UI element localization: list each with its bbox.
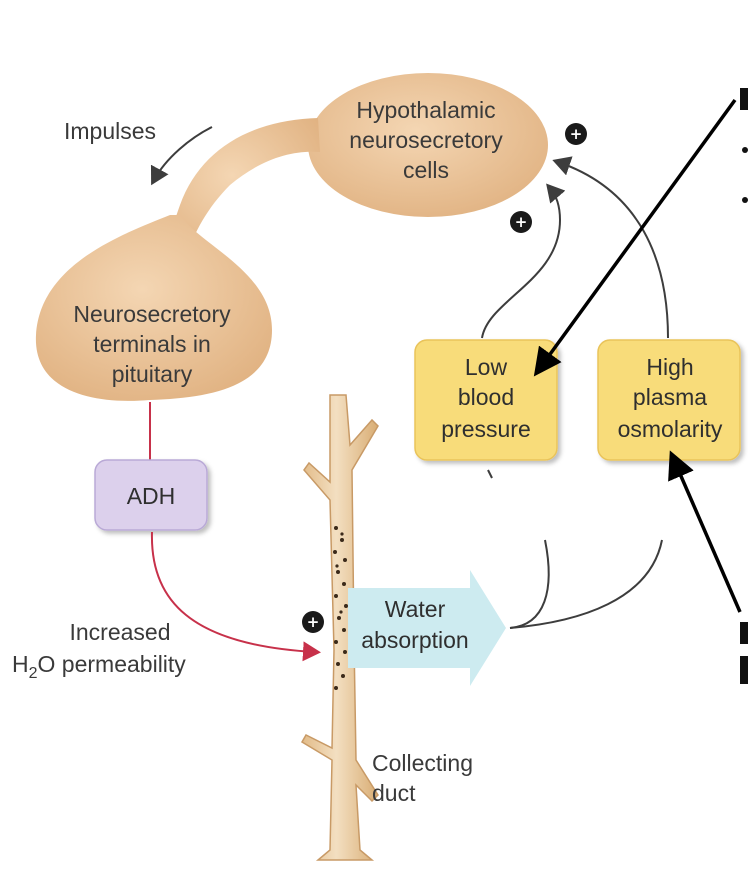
svg-text:osmolarity: osmolarity — [618, 416, 723, 442]
osmolarity-feedback-arrow — [552, 156, 669, 339]
hypothalamic-cell-label: Hypothalamic neurosecretory cells — [349, 97, 503, 183]
svg-text:absorption: absorption — [361, 627, 468, 653]
impulses-label: Impulses — [64, 118, 156, 144]
water-absorption-arrow: Water absorption — [348, 570, 506, 686]
low-blood-pressure-box: Low blood pressure — [414, 339, 558, 461]
collecting-duct — [300, 394, 379, 861]
feedback-curve-left — [509, 539, 550, 629]
svg-text:+: + — [515, 213, 528, 231]
svg-text:Increased: Increased — [69, 619, 170, 645]
impulses-arrow — [150, 126, 213, 186]
svg-text:Water: Water — [385, 596, 446, 622]
svg-text:+: + — [570, 125, 583, 143]
svg-text:pituitary: pituitary — [112, 361, 193, 387]
adh-to-duct-arrow — [150, 531, 321, 662]
svg-text:+: + — [307, 613, 320, 631]
svg-text:pressure: pressure — [441, 416, 530, 442]
plus-sign-duct: + — [302, 611, 324, 633]
annotation-arrow-upper — [533, 98, 737, 377]
permeability-label: Increased H2O permeability — [12, 619, 186, 682]
annotation-arrow-lower — [668, 450, 742, 613]
svg-text:Collecting: Collecting — [372, 750, 473, 776]
plus-sign-blood-pressure: + — [510, 211, 532, 233]
svg-text:terminals in: terminals in — [93, 331, 211, 357]
svg-text:duct: duct — [372, 780, 416, 806]
high-osmolarity-box: High plasma osmolarity — [597, 339, 741, 461]
svg-text:High: High — [646, 354, 693, 380]
collecting-duct-label: Collecting duct — [372, 750, 473, 806]
svg-text:ADH: ADH — [127, 483, 176, 509]
svg-text:Neurosecretory: Neurosecretory — [73, 301, 231, 327]
svg-text:plasma: plasma — [633, 384, 707, 410]
feedback-curve-right — [509, 539, 663, 629]
svg-text:cells: cells — [403, 157, 449, 183]
svg-text:neurosecretory: neurosecretory — [349, 127, 503, 153]
cropped-right-margin — [740, 88, 748, 684]
low-bp-feedback-arrow — [481, 183, 566, 339]
plus-sign-osmolarity: + — [565, 123, 587, 145]
neuron-shape — [35, 73, 548, 401]
neurosecretory-terminals-label: Neurosecretory terminals in pituitary — [73, 301, 231, 387]
svg-text:Hypothalamic: Hypothalamic — [356, 97, 495, 123]
svg-text:Low: Low — [465, 354, 508, 380]
feedback-tick — [487, 469, 493, 479]
svg-text:H2O permeability: H2O permeability — [12, 651, 186, 682]
adh-box: ADH — [94, 459, 208, 531]
svg-text:blood: blood — [458, 384, 514, 410]
